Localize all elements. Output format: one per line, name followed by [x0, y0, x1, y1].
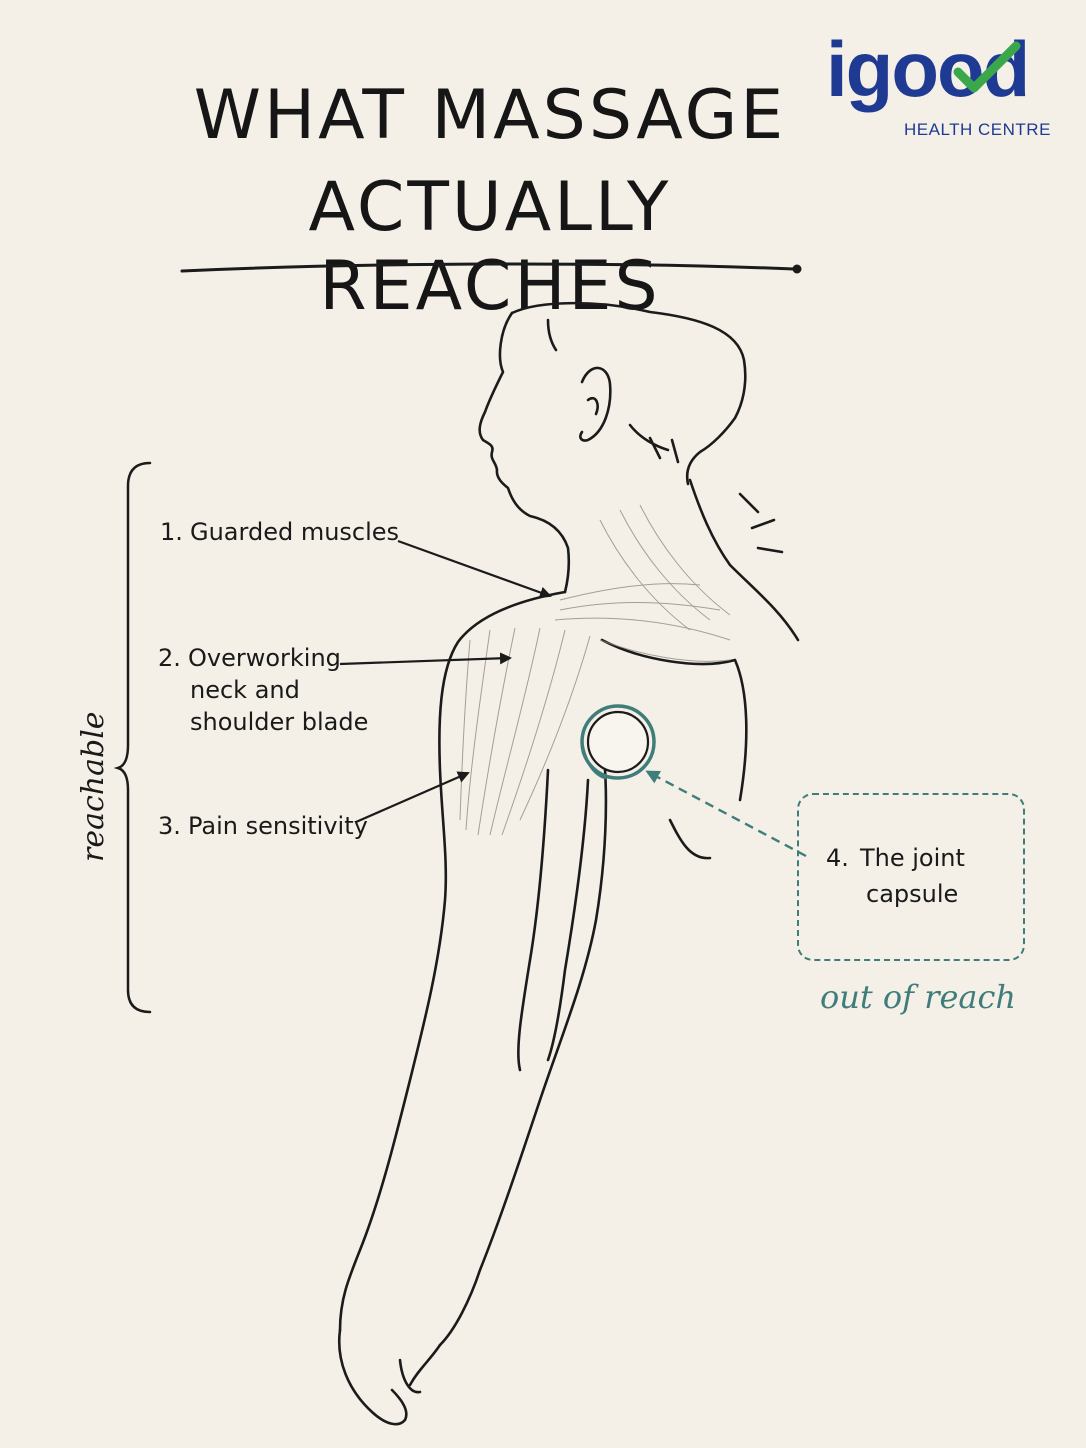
arrow-guarded-muscles — [397, 539, 552, 599]
muscle-fibres — [459, 504, 731, 836]
label-overworking-neck: 2.Overworking neck and shoulder blade — [158, 642, 368, 738]
hair-outline — [510, 301, 747, 486]
hand-outline — [337, 1328, 442, 1426]
label-text: Pain sensitivity — [188, 812, 368, 840]
label-number: 3. — [158, 812, 181, 840]
label-number: 2. — [158, 644, 181, 672]
label-joint-capsule: 4. The joint capsule — [826, 840, 1006, 912]
joint-capsule-callout — [797, 793, 1025, 961]
arrow-pain-sensitivity — [355, 771, 470, 824]
title-line-2: ACTUALLY REACHES — [308, 168, 672, 326]
label-text: shoulder blade — [190, 708, 369, 736]
shoulder-outline — [338, 590, 567, 1332]
head-outline — [478, 311, 571, 594]
arrow-overworking — [339, 652, 512, 666]
out-of-reach-label: out of reach — [820, 978, 1017, 1016]
joint-capsule — [580, 704, 656, 780]
title-underline — [180, 262, 802, 274]
reachable-bracket — [113, 461, 152, 1014]
reachable-group-label: reachable — [76, 711, 111, 862]
tension-marks — [738, 492, 784, 554]
label-text: Overworking — [188, 644, 341, 672]
scapula-outline — [600, 638, 748, 860]
back-neck-outline — [688, 478, 800, 642]
igood-logo: igood HEALTH CENTRE — [826, 30, 1056, 146]
label-text: neck and — [190, 676, 300, 704]
logo-subtitle: HEALTH CENTRE — [904, 120, 1051, 139]
humerus-bone — [517, 768, 590, 1072]
label-text: capsule — [866, 880, 959, 908]
upper-arm-back — [438, 754, 608, 1347]
label-pain-sensitivity: 3.Pain sensitivity — [158, 810, 368, 842]
title-line-1: WHAT MASSAGE — [193, 76, 787, 155]
label-number: 4. — [826, 844, 849, 872]
label-text: Guarded muscles — [190, 518, 400, 546]
arrow-joint-capsule — [645, 770, 807, 858]
checkmark-icon — [953, 41, 1021, 93]
label-text: The joint — [860, 844, 965, 872]
label-number: 1. — [160, 518, 183, 546]
label-guarded-muscles: 1.Guarded muscles — [160, 516, 399, 548]
hair-strands — [546, 318, 680, 464]
ear-outline — [579, 366, 612, 442]
